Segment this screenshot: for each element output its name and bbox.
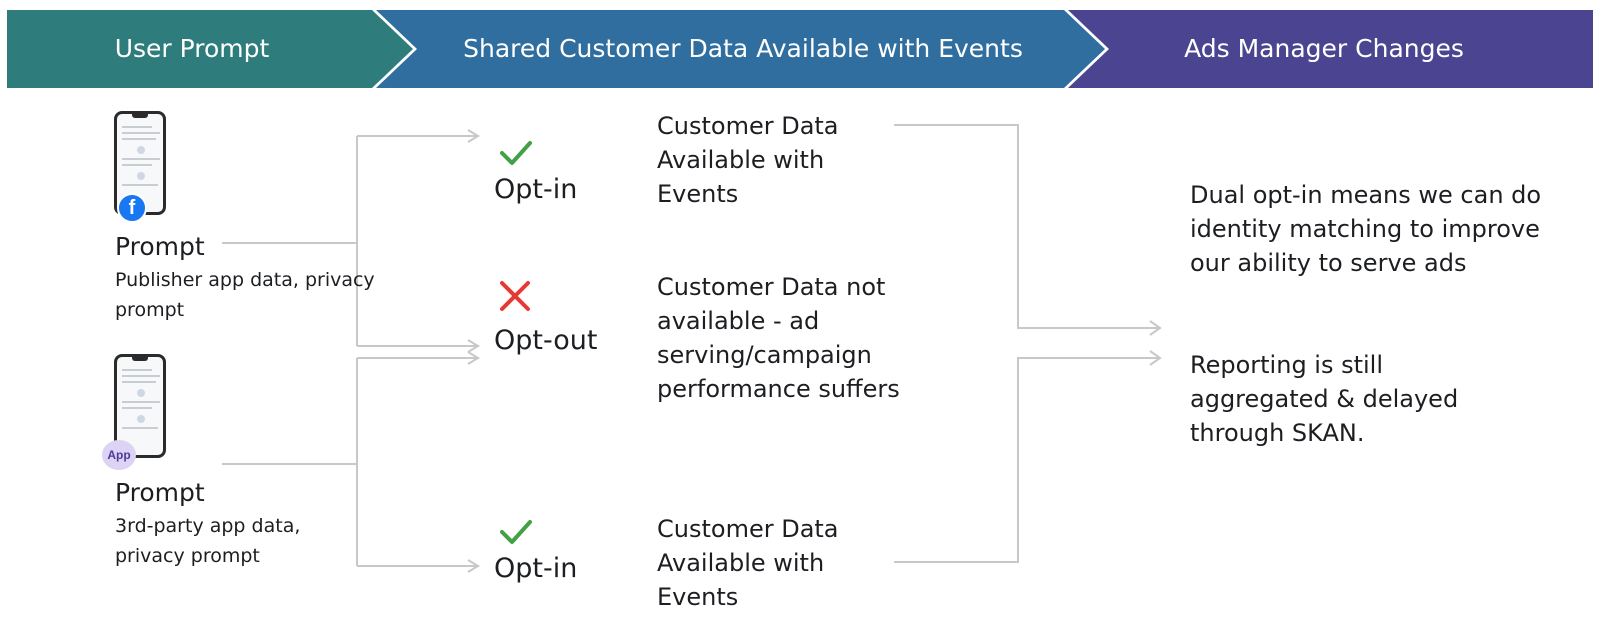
header-label-shared-data: Shared Customer Data Available with Even…	[463, 34, 1023, 63]
outcome-not-available: Customer Data not available - ad serving…	[657, 273, 900, 403]
header-label-ads-manager: Ads Manager Changes	[1184, 34, 1464, 63]
result-dual-opt-in: Dual opt-in means we can do identity mat…	[1190, 181, 1542, 277]
facebook-logo-icon: f	[117, 193, 147, 223]
result-reporting: Reporting is still aggregated & delayed …	[1190, 351, 1459, 447]
arrowhead	[467, 339, 480, 353]
connector-outcome-bottom	[894, 357, 1160, 563]
outcome-available-bottom: Customer Data Available with Events	[657, 515, 839, 611]
connector-prompt1	[222, 135, 477, 347]
prompt-description-third-party: 3rd-party app data, privacy prompt	[115, 515, 301, 567]
header-label-user-prompt: User Prompt	[114, 34, 270, 63]
app-badge-icon: App	[102, 440, 136, 470]
choice-opt-in-bottom: Opt-in	[494, 553, 578, 584]
header-stage-ads-manager	[1068, 10, 1593, 88]
header-stage-shared-data	[376, 10, 1105, 88]
connector-prompt2	[222, 357, 477, 567]
check-icon	[500, 141, 532, 165]
arrowhead	[467, 559, 480, 573]
prompt-title-publisher: Prompt	[115, 232, 205, 261]
prompt-title-third-party: Prompt	[115, 478, 205, 507]
choice-opt-out: Opt-out	[494, 325, 598, 356]
arrowhead	[1149, 320, 1162, 336]
cross-icon	[500, 281, 530, 311]
choice-opt-in-top: Opt-in	[494, 174, 578, 205]
phone-mockup-third-party	[114, 354, 166, 458]
header-stage-user-prompt	[7, 10, 413, 88]
arrowhead	[1149, 350, 1162, 366]
check-icon	[500, 520, 532, 544]
outcome-available-top: Customer Data Available with Events	[657, 112, 839, 208]
prompt-description-publisher: Publisher app data, privacy prompt	[115, 269, 375, 321]
connector-outcome-top	[894, 124, 1160, 329]
arrowhead	[467, 129, 480, 143]
arrowhead	[467, 351, 480, 365]
